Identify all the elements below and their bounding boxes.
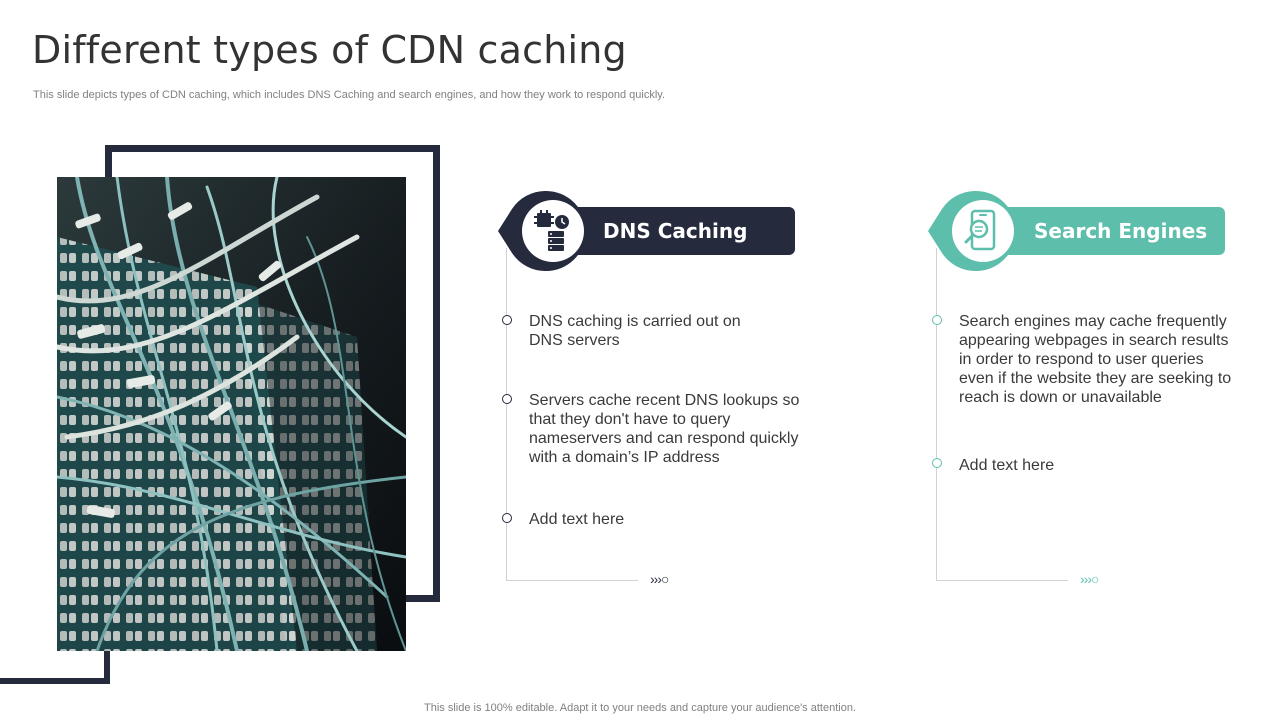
search-engines-heading: Search Engines bbox=[1005, 207, 1225, 255]
timeline-line bbox=[506, 248, 507, 580]
timeline-baseline bbox=[936, 580, 1068, 581]
image-frame-corner bbox=[0, 648, 110, 684]
dns-item-2: Servers cache recent DNS lookups so that… bbox=[529, 392, 800, 466]
server-clock-icon bbox=[498, 190, 590, 272]
list-bullet bbox=[932, 458, 942, 468]
fiber-cables-photo bbox=[57, 177, 406, 651]
search-engines-heading-text: Search Engines bbox=[1034, 219, 1208, 243]
slide-subtitle: This slide depicts types of CDN caching,… bbox=[33, 89, 666, 101]
list-bullet bbox=[502, 315, 512, 325]
timeline-baseline bbox=[506, 580, 638, 581]
search-item-1: Search engines may cache frequently appe… bbox=[959, 313, 1232, 406]
chevrons-icon: ›››○ bbox=[650, 571, 669, 587]
mobile-search-icon bbox=[928, 190, 1020, 272]
slide-title: Different types of CDN caching bbox=[32, 28, 627, 72]
dns-caching-heading-text: DNS Caching bbox=[603, 219, 748, 243]
list-bullet bbox=[502, 394, 512, 404]
slide-footer: This slide is 100% editable. Adapt it to… bbox=[424, 702, 856, 714]
timeline-line bbox=[936, 248, 937, 580]
search-item-2: Add text here bbox=[959, 457, 1055, 474]
dns-item-3: Add text here bbox=[529, 511, 625, 528]
dns-caching-heading: DNS Caching bbox=[575, 207, 795, 255]
list-bullet bbox=[932, 315, 942, 325]
list-bullet bbox=[502, 513, 512, 523]
dns-item-1: DNS caching is carried out on DNS server… bbox=[529, 313, 741, 349]
chevrons-icon: ›››○ bbox=[1080, 571, 1099, 587]
